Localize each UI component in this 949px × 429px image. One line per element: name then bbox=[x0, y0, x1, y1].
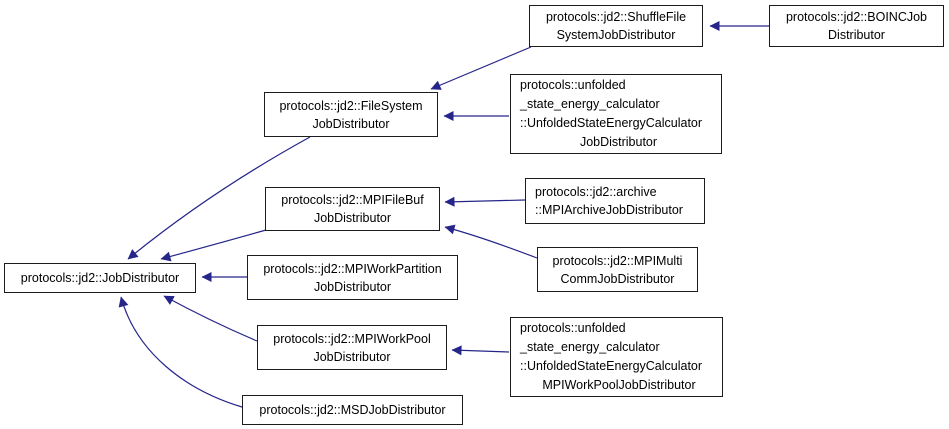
class-name-line: protocols::jd2::MPIMulti bbox=[552, 253, 683, 268]
class-name-line: JobDistributor bbox=[579, 135, 658, 149]
node-mpiworkpartition-jobdistributor[interactable]: protocols::jd2::MPIWorkPartition JobDist… bbox=[247, 255, 458, 300]
node-msd-jobdistributor[interactable]: protocols::jd2::MSDJobDistributor bbox=[242, 395, 463, 425]
class-name-line: ::MPIArchiveJobDistributor bbox=[535, 203, 683, 217]
class-name-line: protocols::jd2::MSDJobDistributor bbox=[259, 403, 446, 417]
class-name-line: JobDistributor bbox=[313, 211, 392, 225]
node-filesystem-jobdistributor[interactable]: protocols::jd2::FileSystem JobDistributo… bbox=[264, 92, 438, 137]
class-name-line: protocols::jd2::MPIWorkPartition bbox=[263, 261, 442, 276]
edge-shufflefilesystem-to-filesystem bbox=[430, 46, 532, 90]
node-unfoldedstateenergycalculator-mpiworkpool-jobdistributor[interactable]: protocols::unfolded _state_energy_calcul… bbox=[510, 317, 723, 397]
node-boinc-jobdistributor[interactable]: protocols::jd2::BOINCJob Distributor bbox=[769, 5, 944, 47]
class-name-line: protocols::unfolded bbox=[520, 78, 626, 92]
class-name-line: JobDistributor bbox=[313, 279, 392, 294]
edge-mpiarchive-to-mpifilebuf bbox=[444, 196, 526, 207]
class-name-line: MPIWorkPoolJobDistributor bbox=[542, 378, 696, 392]
class-name-line: _state_energy_calculator bbox=[520, 97, 660, 111]
class-name-line: Distributor bbox=[828, 28, 885, 42]
class-name-line: CommJobDistributor bbox=[560, 271, 675, 286]
class-name-line: JobDistributor bbox=[312, 116, 390, 131]
class-name-line: protocols::jd2::ShuffleFile bbox=[545, 10, 687, 24]
class-name-line: protocols::jd2::MPIFileBuf bbox=[281, 193, 424, 207]
node-mpifilebuf-jobdistributor[interactable]: protocols::jd2::MPIFileBuf JobDistributo… bbox=[265, 187, 440, 231]
node-jobdistributor[interactable]: protocols::jd2::JobDistributor bbox=[4, 263, 196, 293]
class-name-line: _state_energy_calculator bbox=[520, 340, 660, 354]
class-name-line: protocols::jd2::MPIWorkPool bbox=[273, 331, 431, 346]
class-name-line: protocols::jd2::BOINCJob bbox=[785, 10, 928, 24]
edge-mpimulticomm-to-mpifilebuf bbox=[444, 224, 538, 259]
edge-mpiworkpool-to-jobdistributor bbox=[163, 295, 258, 342]
class-name-line: ::UnfoldedStateEnergyCalculator bbox=[520, 116, 703, 130]
class-name-line: SystemJobDistributor bbox=[556, 28, 676, 42]
node-mpimulticomm-jobdistributor[interactable]: protocols::jd2::MPIMulti CommJobDistribu… bbox=[537, 247, 698, 292]
edge-mpifilebuf-to-jobdistributor bbox=[160, 229, 267, 262]
edge-msd-to-jobdistributor bbox=[118, 296, 243, 408]
class-name-line: protocols::jd2::JobDistributor bbox=[20, 271, 180, 285]
node-unfoldedstateenergycalculator-jobdistributor[interactable]: protocols::unfolded _state_energy_calcul… bbox=[510, 74, 722, 154]
class-name-line: JobDistributor bbox=[313, 349, 391, 364]
class-name-line: protocols::unfolded bbox=[520, 321, 626, 335]
class-name-line: protocols::jd2::archive bbox=[535, 185, 657, 199]
node-mpiarchive-jobdistributor[interactable]: protocols::jd2::archive ::MPIArchiveJobD… bbox=[525, 178, 705, 224]
node-shufflefilesystem-jobdistributor[interactable]: protocols::jd2::ShuffleFile SystemJobDis… bbox=[529, 5, 703, 47]
class-name-line: protocols::jd2::FileSystem bbox=[279, 98, 423, 113]
edge-unfoldedcalc-wp-to-mpiworkpool bbox=[451, 345, 510, 356]
class-name-line: ::UnfoldedStateEnergyCalculator bbox=[520, 359, 703, 373]
node-mpiworkpool-jobdistributor[interactable]: protocols::jd2::MPIWorkPool JobDistribut… bbox=[257, 325, 447, 370]
edge-filesystem-to-jobdistributor bbox=[127, 136, 311, 260]
